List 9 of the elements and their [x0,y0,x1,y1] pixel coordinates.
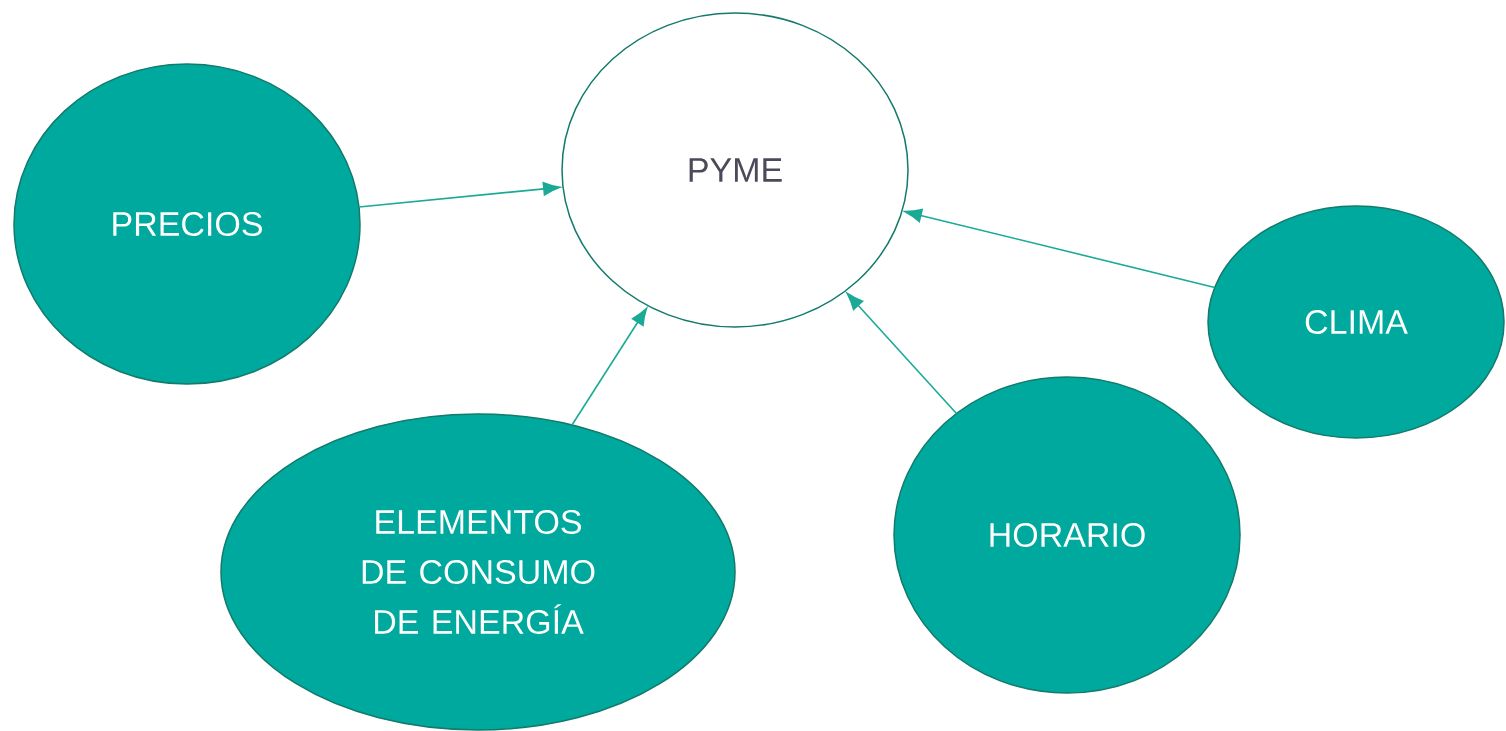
ellipse-node: ELEMENTOS DE CONSUMO DE ENERGÍA [220,413,736,731]
arrow [904,208,1216,289]
arrow [846,292,958,415]
ellipse-node: CLIMA [1207,205,1505,439]
ellipse-node: PRECIOS [13,63,361,385]
arrow [571,307,648,426]
arrow [358,181,561,208]
ellipse-node: PYME [561,12,909,328]
ellipse-node: HORARIO [893,376,1241,694]
